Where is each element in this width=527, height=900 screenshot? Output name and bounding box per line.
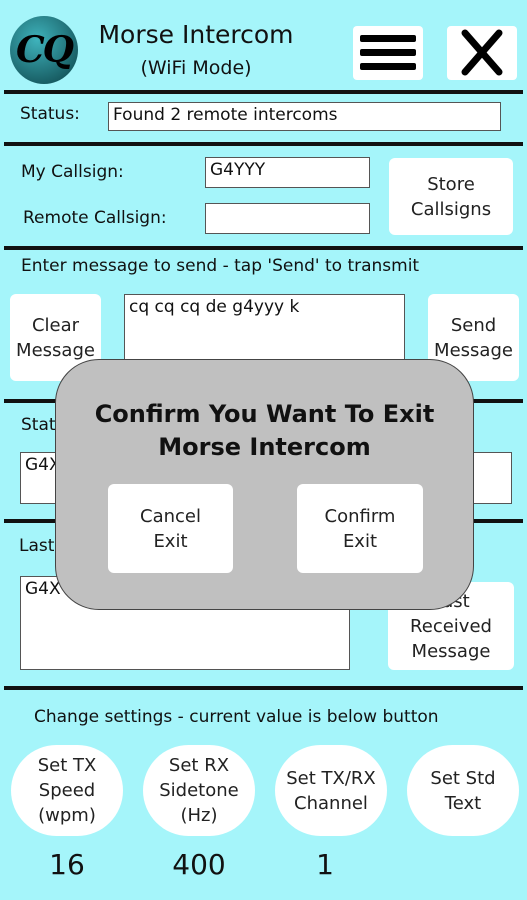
- rx-sidetone-value: 400: [172, 848, 226, 881]
- menu-button[interactable]: [353, 26, 423, 80]
- set-channel-button[interactable]: Set TX/RX Channel: [275, 745, 387, 836]
- app-subtitle: (WiFi Mode): [140, 57, 252, 79]
- app-title: Morse Intercom: [98, 20, 294, 49]
- divider: [4, 246, 523, 250]
- dialog-title-line1: Confirm You Want To Exit: [94, 400, 435, 428]
- remote-callsign-input[interactable]: [205, 203, 370, 234]
- divider: [4, 142, 523, 146]
- channel-value: 1: [316, 848, 334, 881]
- station-label: Stat: [21, 415, 56, 435]
- confirm-exit-button[interactable]: Confirm Exit: [297, 484, 423, 573]
- cancel-exit-button[interactable]: Cancel Exit: [108, 484, 233, 573]
- status-label: Status:: [20, 104, 80, 124]
- close-button[interactable]: [447, 26, 517, 80]
- clear-message-button[interactable]: Clear Message: [10, 294, 101, 381]
- divider: [4, 686, 523, 690]
- divider: [4, 90, 523, 94]
- set-tx-speed-button[interactable]: Set TX Speed (wpm): [11, 745, 123, 836]
- exit-confirm-dialog: Confirm You Want To Exit Morse Intercom …: [55, 359, 474, 610]
- station-field-right: [470, 452, 512, 504]
- set-rx-sidetone-button[interactable]: Set RX Sidetone (Hz): [143, 745, 255, 836]
- my-callsign-label: My Callsign:: [21, 162, 124, 182]
- app-logo-text: CQ: [15, 29, 74, 71]
- set-std-text-button[interactable]: Set Std Text: [407, 745, 519, 836]
- status-field: Found 2 remote intercoms: [108, 102, 501, 131]
- message-instructions: Enter message to send - tap 'Send' to tr…: [21, 256, 420, 276]
- store-callsigns-button[interactable]: Store Callsigns: [389, 158, 513, 235]
- app-logo: CQ: [10, 16, 78, 84]
- settings-instructions: Change settings - current value is below…: [34, 707, 439, 727]
- remote-callsign-label: Remote Callsign:: [23, 208, 167, 228]
- send-message-button[interactable]: Send Message: [428, 294, 519, 381]
- tx-speed-value: 16: [49, 848, 85, 881]
- close-x-icon: [447, 29, 517, 84]
- message-textarea[interactable]: cq cq cq de g4yyy k: [124, 294, 405, 364]
- hamburger-menu-icon: [353, 35, 423, 84]
- last-received-label: Last: [19, 536, 55, 556]
- dialog-title-line2: Morse Intercom: [158, 433, 371, 461]
- my-callsign-input[interactable]: G4YYY: [205, 157, 370, 188]
